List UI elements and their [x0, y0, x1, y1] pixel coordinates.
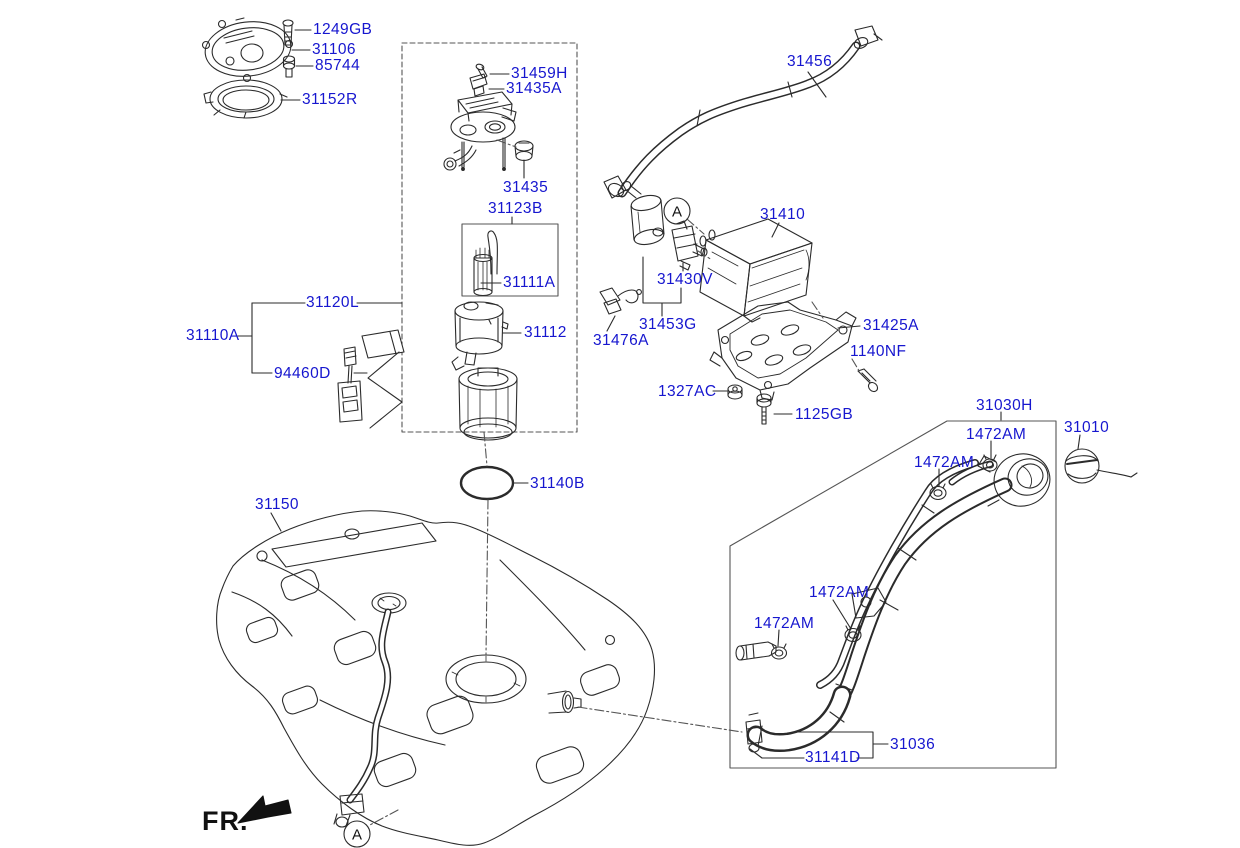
part-label-31123B[interactable]: 31123B — [488, 200, 543, 217]
filler-neck-31030h-drawing — [736, 448, 1056, 752]
fuel-sender-94460d-drawing — [338, 330, 404, 428]
part-label-31036[interactable]: 31036 — [890, 736, 936, 753]
pump-module-box — [402, 43, 577, 432]
grommet-31435-drawing — [515, 141, 533, 161]
clamp-1472am-drawing — [983, 455, 997, 471]
part-label-94460D[interactable]: 94460D — [274, 365, 331, 382]
part-label-31435[interactable]: 31435 — [503, 179, 549, 196]
part-label-1472AM-1[interactable]: 1472AM — [966, 426, 1027, 443]
nut-1327ac-drawing — [728, 385, 742, 399]
part-label-31141D[interactable]: 31141D — [805, 749, 861, 766]
part-label-1140NF[interactable]: 1140NF — [850, 343, 907, 360]
filter-cylinder-drawing — [620, 180, 666, 247]
clamp-1472am-drawing — [772, 644, 787, 659]
sensor-31476a-drawing — [600, 288, 641, 314]
part-label-31453G[interactable]: 31453G — [639, 316, 697, 333]
bolt-1125gb-drawing — [757, 394, 771, 424]
cap-31435a-drawing — [470, 74, 487, 96]
part-label-31112[interactable]: 31112 — [524, 324, 567, 341]
leader-lines — [238, 30, 1080, 758]
part-label-31110A[interactable]: 31110A — [186, 327, 240, 344]
part-label-1327AC[interactable]: 1327AC — [658, 383, 717, 400]
part-label-31435A[interactable]: 31435A — [506, 80, 562, 97]
part-label-1472AM-3[interactable]: 1472AM — [809, 584, 870, 601]
inner-box-31123b — [462, 224, 558, 296]
part-label-31106[interactable]: 31106 — [312, 41, 356, 58]
dash-dot-lines — [368, 140, 861, 826]
bolt-85744-drawing — [284, 56, 295, 77]
fr-orientation-label: FR. — [202, 806, 249, 836]
part-label-1249GB[interactable]: 1249GB — [313, 21, 373, 38]
assembly-marker-a-canister: A — [664, 198, 690, 224]
fr-direction-arrow — [238, 796, 291, 823]
reservoir-cup-drawing — [459, 368, 517, 440]
part-label-31010[interactable]: 31010 — [1064, 419, 1110, 436]
bracket-31425a-drawing — [710, 302, 856, 400]
part-label-31150[interactable]: 31150 — [255, 496, 299, 513]
part-label-31476A[interactable]: 31476A — [593, 332, 649, 349]
part-label-1472AM-2[interactable]: 1472AM — [914, 454, 975, 471]
part-label-31152R[interactable]: 31152R — [302, 91, 358, 108]
part-label-31120L[interactable]: 31120L — [306, 294, 359, 311]
canister-31410-drawing — [700, 219, 812, 322]
vent-hose-31456-drawing — [604, 26, 882, 199]
clamp-1472am-drawing — [930, 484, 946, 500]
bolt-1140nf-drawing — [858, 369, 879, 393]
ring-31152r-drawing — [204, 80, 287, 118]
part-label-31111A[interactable]: 31111A — [503, 274, 556, 291]
vapor-connector-drawing — [736, 642, 776, 660]
part-label-31459H[interactable]: 31459H — [511, 65, 568, 82]
part-label-31425A[interactable]: 31425A — [863, 317, 919, 334]
valve-31430v-drawing — [672, 221, 707, 270]
oring-31140b-drawing — [461, 467, 513, 499]
part-label-85744[interactable]: 85744 — [315, 57, 361, 74]
fuel-tank-31150-drawing — [217, 511, 655, 846]
part-label-31140B[interactable]: 31140B — [530, 475, 585, 492]
fuel-cap-31010-drawing — [1065, 449, 1137, 483]
assembly-marker-a-tank: A — [344, 821, 370, 847]
part-label-1125GB[interactable]: 1125GB — [795, 406, 854, 423]
clamp-1472am-drawing — [845, 626, 861, 642]
plate-31106-drawing — [202, 17, 294, 82]
marker-a-letter: A — [672, 204, 682, 221]
screw-1249gb-drawing — [283, 20, 293, 45]
filler-box — [730, 421, 1056, 768]
pump-plate-assembly-drawing — [444, 92, 516, 170]
pump-motor-31111a-drawing — [474, 231, 497, 296]
part-label-31410[interactable]: 31410 — [760, 206, 806, 223]
part-label-1472AM-4[interactable]: 1472AM — [754, 615, 815, 632]
part-label-31030H[interactable]: 31030H — [976, 397, 1033, 414]
marker-a-letter: A — [352, 827, 362, 844]
pump-body-31112-drawing — [452, 302, 508, 370]
part-label-31430V[interactable]: 31430V — [657, 271, 713, 288]
part-label-31456[interactable]: 31456 — [787, 53, 833, 70]
